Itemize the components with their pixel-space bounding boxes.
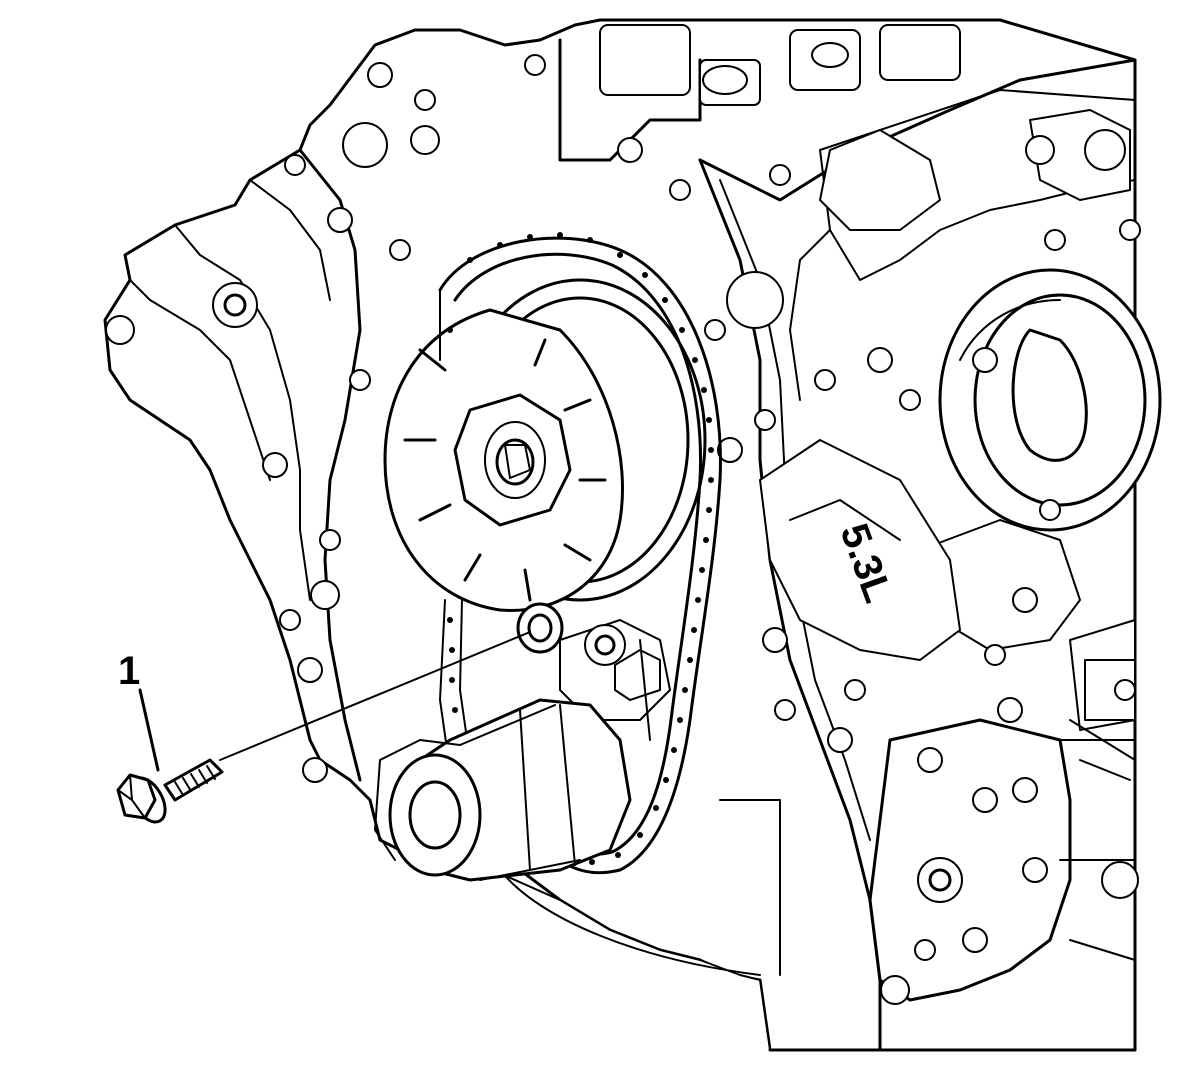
camshaft-sprocket: [383, 278, 707, 612]
callout-leader-line: [138, 688, 160, 772]
timing-chain: [438, 232, 722, 875]
install-direction-line: [219, 631, 531, 761]
callout-number: 1: [118, 649, 140, 693]
crank-area: [516, 602, 671, 741]
bolt-holes: [105, 54, 1141, 783]
callout-1: 1: [118, 631, 531, 772]
crankshaft-nose: [374, 698, 632, 882]
flange-bolt: [116, 758, 224, 824]
